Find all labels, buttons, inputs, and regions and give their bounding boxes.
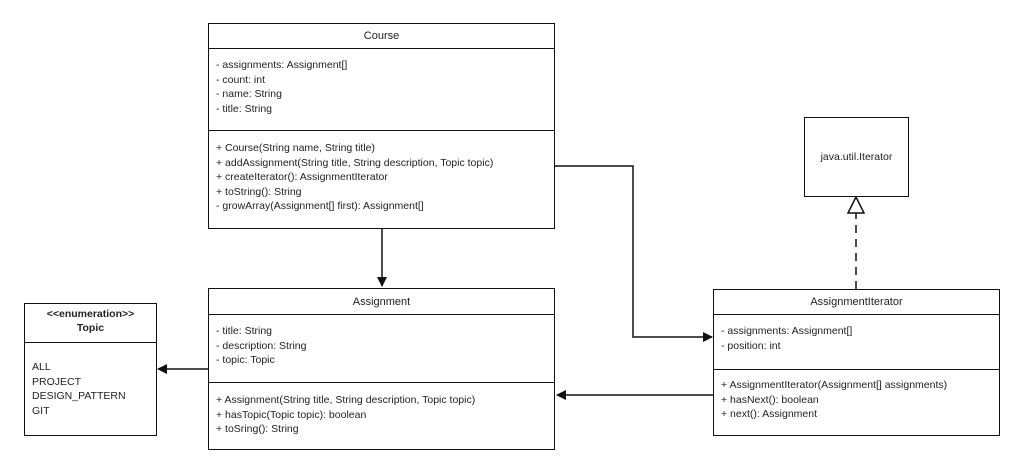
course-class[interactable]: Course - assignments: Assignment[] - cou… (208, 23, 555, 229)
assignment-method: + toSring(): String (216, 423, 299, 435)
assignment-iterator-attributes: - assignments: Assignment[] - position: … (714, 315, 999, 370)
course-to-iterator-arrow (554, 165, 713, 342)
course-method: + addAssignment(String title, String des… (216, 156, 494, 169)
iterator-interface[interactable]: java.util.Iterator (804, 117, 909, 197)
topic-value: ALL (32, 361, 51, 373)
assignment-class-name: Assignment (209, 289, 554, 315)
course-attribute: - name: String (216, 88, 282, 100)
topic-value: PROJECT (32, 375, 82, 388)
assignment-attributes: - title: String - description: String - … (209, 315, 554, 383)
assignment-iterator-method: + AssignmentIterator(Assignment[] assign… (721, 379, 948, 391)
course-class-name: Course (209, 24, 554, 49)
topic-stereotype: <<enumeration>> (46, 308, 135, 320)
topic-value: DESIGN_PATTERN (32, 390, 126, 402)
assignment-iterator-method: + next(): Assignment (721, 408, 818, 420)
topic-enumeration[interactable]: <<enumeration>> Topic ALL PROJECT DESIGN… (24, 303, 157, 436)
course-attributes: - assignments: Assignment[] - count: int… (209, 49, 554, 131)
assignment-iterator-method: + hasNext(): boolean (721, 393, 819, 406)
assignment-iterator-class-name: AssignmentIterator (714, 290, 999, 315)
course-method: - growArray(Assignment[] first): Assignm… (216, 200, 424, 212)
course-attribute: - count: int (216, 73, 266, 86)
course-method: + Course(String name, String title) (216, 142, 376, 154)
assignment-iterator-methods: + AssignmentIterator(Assignment[] assign… (714, 370, 999, 422)
assignment-methods: + Assignment(String title, String descri… (209, 383, 554, 437)
course-method: + toString(): String (216, 185, 302, 198)
topic-name: Topic (76, 322, 105, 334)
assignment-iterator-attribute: - position: int (721, 339, 781, 352)
assignment-iterator-attribute: - assignments: Assignment[] (721, 325, 853, 337)
assignment-attribute: - topic: Topic (216, 354, 275, 366)
assignment-method: + Assignment(String title, String descri… (216, 394, 476, 406)
assignment-method: + hasTopic(Topic topic): boolean (216, 408, 367, 421)
topic-value: GIT (32, 404, 50, 417)
assignment-class[interactable]: Assignment - title: String - description… (208, 288, 555, 450)
realization-triangle-icon (846, 195, 866, 214)
assignment-iterator-class[interactable]: AssignmentIterator - assignments: Assign… (713, 289, 1000, 436)
assignment-attribute: - title: String (216, 325, 273, 337)
iterator-interface-name: java.util.Iterator (820, 151, 893, 163)
topic-values: ALL PROJECT DESIGN_PATTERN GIT (25, 343, 156, 418)
assignment-attribute: - description: String (216, 339, 307, 352)
course-attribute: - assignments: Assignment[] (216, 59, 348, 71)
course-method: + createIterator(): AssignmentIterator (216, 171, 388, 183)
course-attribute: - title: String (216, 102, 273, 115)
topic-header: <<enumeration>> Topic (25, 304, 156, 343)
course-methods: + Course(String name, String title) + ad… (209, 131, 554, 214)
